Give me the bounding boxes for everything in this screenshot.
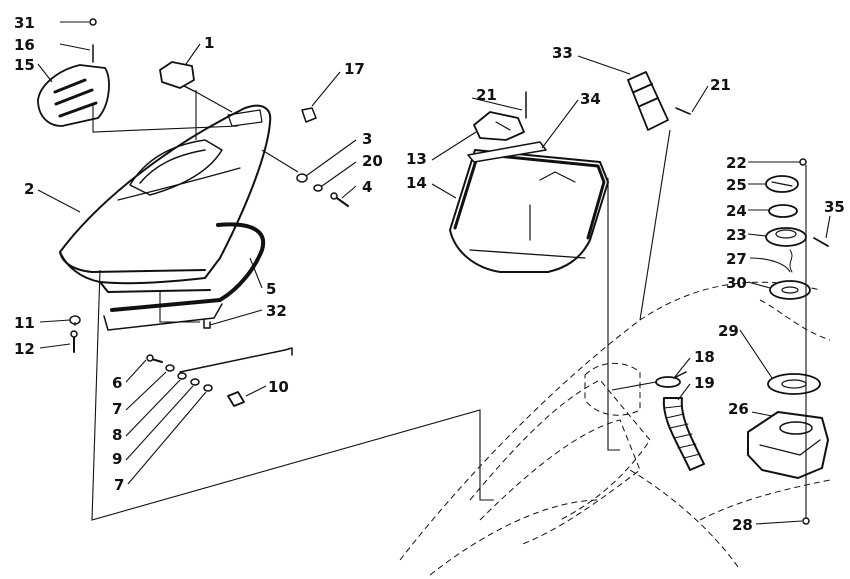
callout-2: 2 xyxy=(24,180,34,198)
callout-13: 13 xyxy=(406,150,427,168)
roller-33 xyxy=(627,71,669,131)
callout-25: 25 xyxy=(726,176,747,194)
strap-34 xyxy=(467,141,547,163)
clip-35 xyxy=(813,237,829,247)
callout-33: 33 xyxy=(552,44,573,62)
clip-17 xyxy=(301,107,317,123)
callout-16: 16 xyxy=(14,36,35,54)
callout-34: 34 xyxy=(580,90,601,108)
clamp-18 xyxy=(655,371,687,388)
fastener-stack xyxy=(146,354,245,407)
callout-7b: 7 xyxy=(114,476,124,494)
callout-3: 3 xyxy=(362,130,372,148)
callout-6: 6 xyxy=(112,374,122,392)
seat-rod xyxy=(179,347,293,373)
callout-7a: 7 xyxy=(112,400,122,418)
callout-4: 4 xyxy=(362,178,372,196)
callout-23: 23 xyxy=(726,226,747,244)
callout-28: 28 xyxy=(732,516,753,534)
screw-28 xyxy=(802,517,810,525)
storage-tray xyxy=(449,149,609,273)
neck-23 xyxy=(765,227,807,247)
callout-11: 11 xyxy=(14,314,35,332)
callout-22: 22 xyxy=(726,154,747,172)
ring-24 xyxy=(768,204,798,218)
callout-35: 35 xyxy=(824,198,845,216)
callout-20: 20 xyxy=(362,152,383,170)
washer-20 xyxy=(313,184,323,192)
tether-27 xyxy=(789,249,793,273)
callout-10: 10 xyxy=(268,378,289,396)
seat-body xyxy=(59,104,272,293)
leader-lines xyxy=(37,21,831,525)
clip-32 xyxy=(203,319,211,329)
latch-1 xyxy=(159,61,197,93)
callout-27: 27 xyxy=(726,250,747,268)
housing-26 xyxy=(747,411,829,479)
washer-3 xyxy=(296,173,308,183)
callout-5: 5 xyxy=(266,280,276,298)
callout-29: 29 xyxy=(718,322,739,340)
callout-9: 9 xyxy=(112,450,122,468)
screw-21-right xyxy=(675,107,691,115)
callout-1: 1 xyxy=(204,34,214,52)
callout-31: 31 xyxy=(14,14,35,32)
callout-21-right: 21 xyxy=(710,76,731,94)
plate-30 xyxy=(769,280,811,300)
callout-19: 19 xyxy=(694,374,715,392)
callout-21-center: 21 xyxy=(476,86,497,104)
callout-12: 12 xyxy=(14,340,35,358)
callout-15: 15 xyxy=(14,56,35,74)
screw-22 xyxy=(799,158,807,166)
callout-14: 14 xyxy=(406,174,427,192)
screw-31 xyxy=(89,18,97,26)
callout-labels: 31 16 15 1 17 3 20 4 2 5 32 11 12 6 7 8 … xyxy=(14,14,845,534)
buckle-13 xyxy=(473,111,525,141)
callout-30: 30 xyxy=(726,274,747,292)
cap-25 xyxy=(765,175,799,193)
chassis-outline xyxy=(399,281,831,576)
callout-17: 17 xyxy=(344,60,365,78)
assembly-lines xyxy=(74,90,671,521)
hose-19 xyxy=(662,397,705,471)
callout-24: 24 xyxy=(726,202,747,220)
callout-26: 26 xyxy=(728,400,749,418)
callout-18: 18 xyxy=(694,348,715,366)
trim-strip xyxy=(103,222,266,331)
gasket-29 xyxy=(767,373,821,395)
callout-32: 32 xyxy=(266,302,287,320)
cushion-pad xyxy=(37,64,110,127)
callout-8: 8 xyxy=(112,426,122,444)
